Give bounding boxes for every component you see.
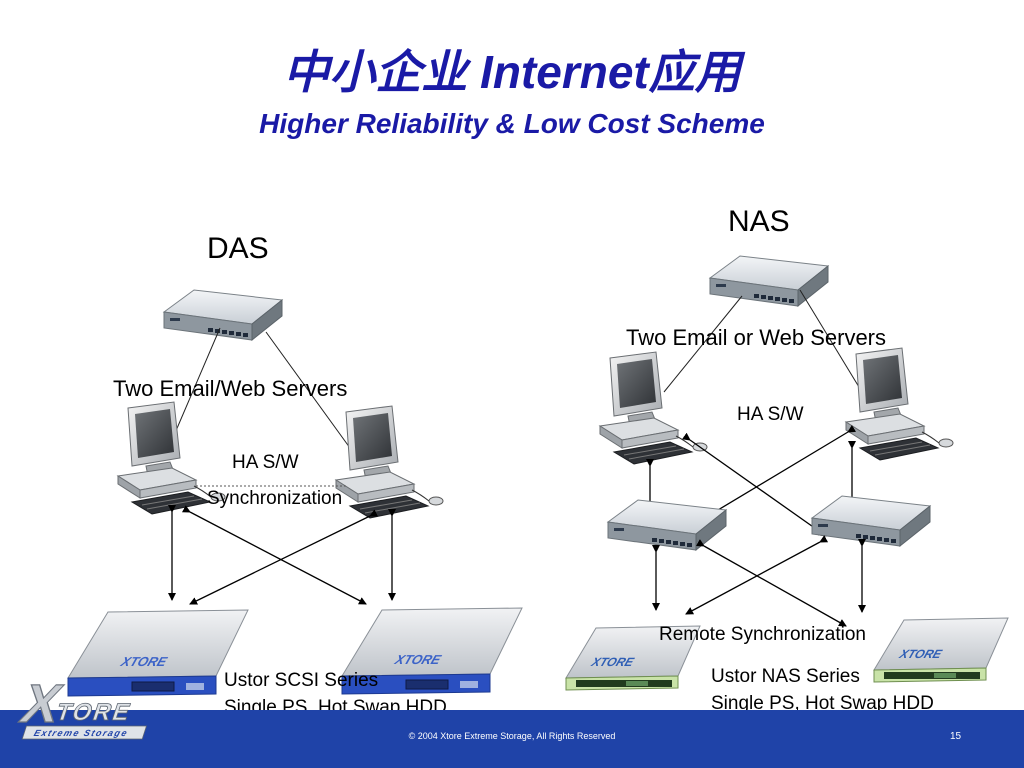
nas-servers-label: Two Email or Web Servers bbox=[626, 325, 887, 350]
svg-text:TORE: TORE bbox=[53, 700, 136, 726]
das-sync-label: Synchronization bbox=[207, 488, 343, 509]
nas-sync-label: Remote Synchronization bbox=[659, 624, 866, 645]
nas-ha-label: HA S/W bbox=[737, 404, 804, 425]
title-chinese-suffix: 应用 bbox=[648, 46, 741, 98]
nas-storage-spec: Single PS, Hot Swap HDD bbox=[711, 693, 934, 714]
das-ha-label: HA S/W bbox=[232, 452, 299, 473]
title-chinese: 中小企业 bbox=[283, 46, 468, 98]
footer-bar bbox=[0, 710, 1024, 768]
das-servers-label: Two Email/Web Servers bbox=[113, 376, 348, 401]
slide-subtitle: Higher Reliability & Low Cost Scheme bbox=[259, 108, 765, 139]
das-heading: DAS bbox=[207, 232, 269, 265]
svg-text:Extreme Storage: Extreme Storage bbox=[33, 728, 130, 738]
title-internet: Internet bbox=[480, 46, 649, 98]
xtore-logo: X TORE Extreme Storage bbox=[13, 673, 147, 740]
nas-heading: NAS bbox=[728, 205, 790, 238]
page-number: 15 bbox=[950, 731, 962, 742]
slide-title: 中小企业 Internet应用 bbox=[0, 36, 1024, 102]
nas-storage-series: Ustor NAS Series bbox=[711, 666, 860, 687]
das-storage-series: Ustor SCSI Series bbox=[224, 670, 379, 691]
copyright-text: © 2004 Xtore Extreme Storage, All Rights… bbox=[408, 731, 616, 741]
